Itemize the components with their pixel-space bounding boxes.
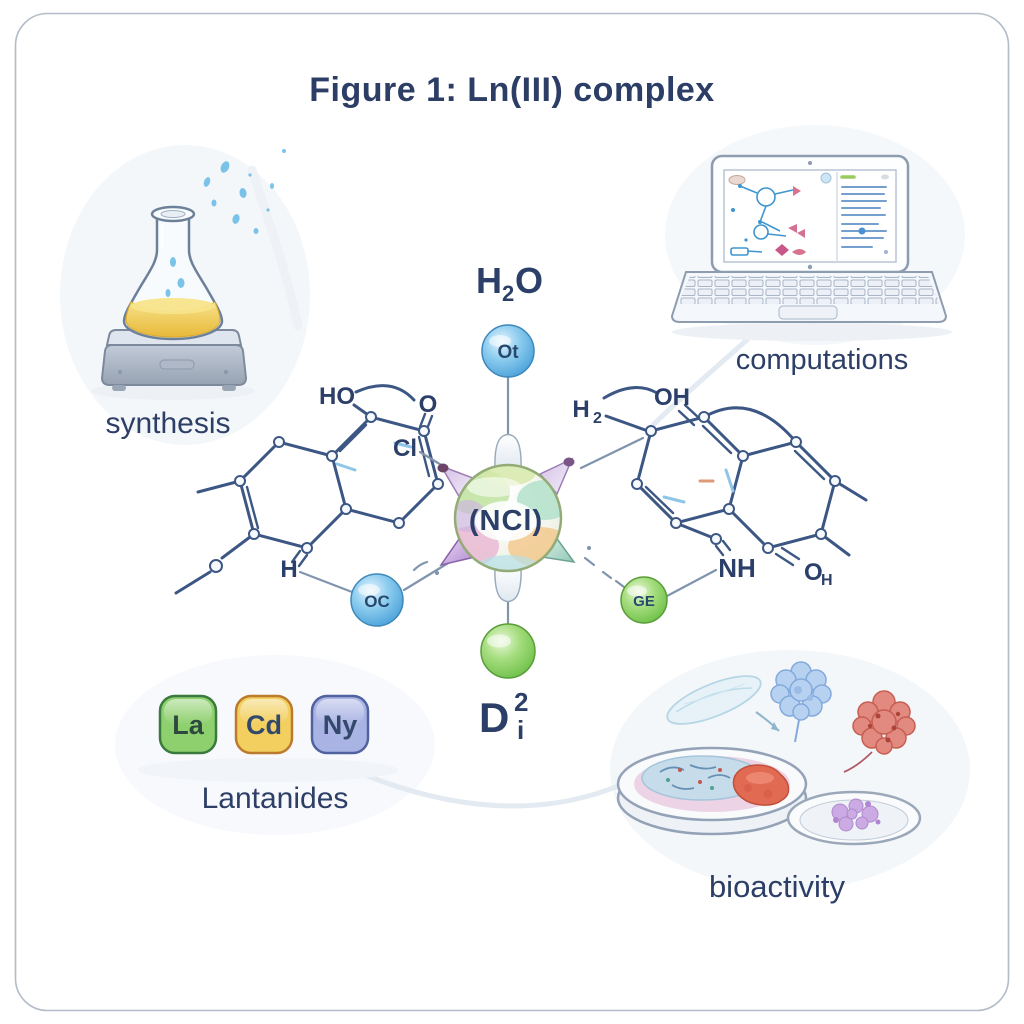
laptop-icon (670, 154, 952, 341)
bioactivity-caption: bioactivity (709, 869, 846, 904)
element-tile-ny: Ny (310, 694, 370, 755)
coordination-cones (437, 433, 576, 603)
d-sub: i (517, 715, 524, 745)
laptop-touchpad (778, 305, 838, 320)
metal-center-label: (NCl) (469, 505, 543, 537)
label-oh-bottom-h: H (821, 572, 833, 589)
laptop-keyboard (678, 276, 940, 304)
aqua-atom-label: Ot (497, 342, 519, 363)
label-nh: NH (718, 553, 756, 583)
label-h-left: H (280, 556, 297, 583)
tile-symbol-cd: Cd (246, 710, 282, 740)
tile-symbol-ny: Ny (323, 710, 358, 740)
ring-vertices-left (209, 411, 444, 573)
left-donor-label: OC (364, 592, 390, 611)
red-cell-cluster-icon (843, 690, 916, 773)
water-label: H 2 O (476, 260, 543, 306)
element-tile-cd: Cd (234, 694, 294, 755)
droplets-icon (165, 149, 286, 297)
label-o: O (419, 391, 438, 418)
computations-caption: computations (736, 344, 909, 376)
element-tile-la: La (158, 694, 218, 755)
lanthanide-tiles: La Cd Ny (138, 694, 398, 782)
d-sup: 2 (514, 687, 528, 717)
water-h: H (476, 260, 502, 301)
blue-cell-cluster-icon (770, 661, 832, 743)
label-h2-h: H (572, 396, 589, 423)
water-sub: 2 (502, 281, 514, 306)
screen-content (728, 172, 889, 262)
synthesis-caption: synthesis (105, 407, 230, 440)
ring-vertices-right (631, 411, 841, 554)
label-h2-sub: 2 (593, 410, 602, 427)
left-donor-sphere: OC (350, 573, 404, 627)
ligand-structure-left: HO O Cl H (174, 383, 444, 595)
central-complex: (NCl) Ot H 2 O OC GE (298, 260, 718, 745)
figure-title: Figure 1: Ln(III) complex (309, 71, 714, 109)
bottom-ligand-sphere (480, 623, 536, 679)
d-main: D (479, 694, 509, 741)
flask-icon (91, 149, 286, 400)
lens-icon (666, 675, 780, 732)
label-cl: Cl (393, 435, 417, 462)
bioactivity-illustration (616, 661, 922, 846)
ligand-structure-right: H 2 OH NH O H (572, 384, 868, 589)
tile-symbol-la: La (172, 710, 204, 740)
right-donor-sphere: GE (620, 576, 668, 624)
petri-dish-small-icon (786, 790, 922, 846)
label-ho: HO (319, 383, 355, 410)
metal-center-sphere: (NCl) (453, 463, 563, 573)
petri-dish-large-icon (616, 746, 808, 836)
right-donor-label: GE (633, 593, 655, 610)
lanthanides-caption: Lantanides (202, 782, 349, 815)
label-oh-bottom-o: O (804, 559, 823, 586)
label-oh-top: OH (654, 384, 690, 411)
red-specimen (732, 764, 790, 806)
bottom-label: D 2 i (479, 687, 528, 745)
water-o: O (515, 260, 543, 301)
aqua-ligand-sphere: Ot (481, 324, 535, 378)
